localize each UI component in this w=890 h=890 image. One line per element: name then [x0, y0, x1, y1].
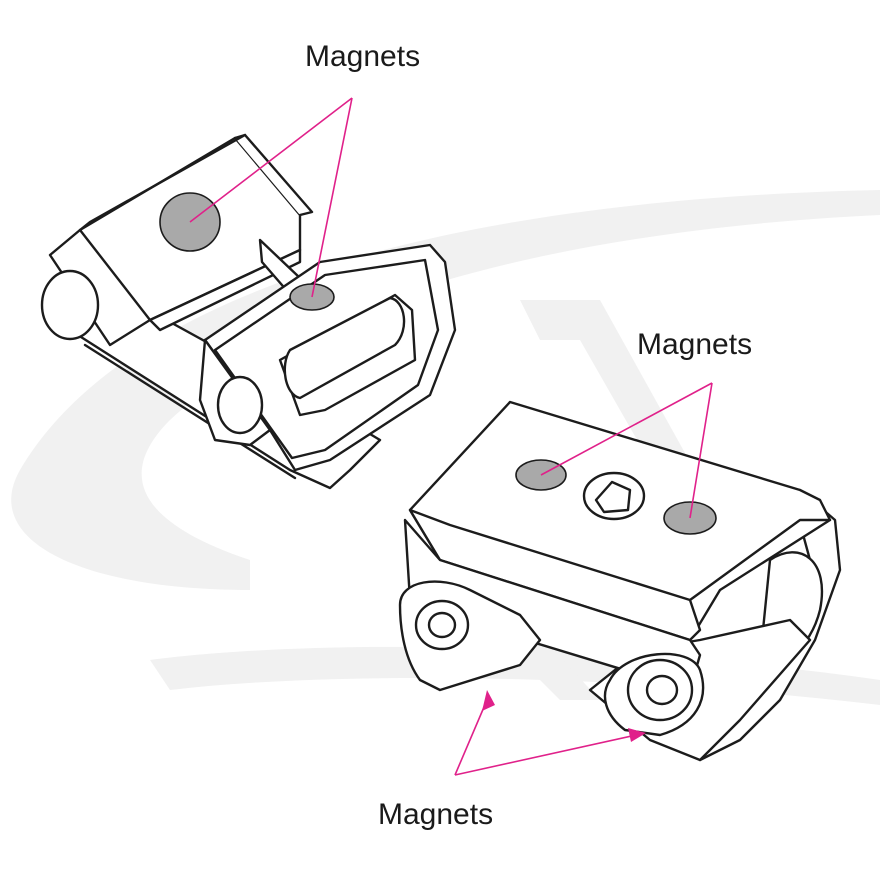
leader-bottom-1 — [454, 699, 488, 776]
lower-right-clamp — [398, 400, 842, 762]
arrowhead-bottom-1 — [482, 690, 495, 711]
leader-lines — [189, 97, 713, 776]
upper-front-bore — [216, 375, 264, 435]
lower-left-bore-inner — [427, 611, 457, 639]
upper-left-clamp — [40, 133, 457, 490]
upper-magnets — [159, 192, 335, 311]
leader-arrowheads — [482, 690, 646, 742]
leader-right-2 — [689, 382, 713, 519]
upper-roller — [283, 296, 406, 400]
label-magnets-top: Magnets — [305, 40, 421, 73]
upper-hinge-bore — [40, 269, 100, 341]
leader-bottom-2 — [454, 734, 637, 776]
leader-right-1 — [540, 382, 713, 476]
leader-top-2 — [311, 97, 353, 298]
lower-right-bore-inner — [645, 674, 679, 706]
leader-top-1 — [189, 97, 353, 223]
label-magnets-bottom: Magnets — [378, 798, 494, 831]
arrowhead-bottom-2 — [628, 728, 646, 742]
label-magnets-right: Magnets — [637, 328, 753, 361]
